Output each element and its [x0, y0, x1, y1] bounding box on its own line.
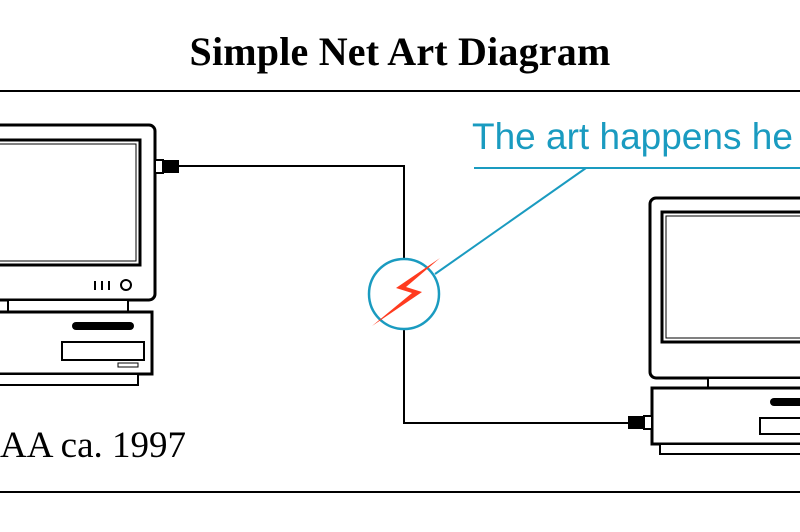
- cable-right: [403, 330, 628, 424]
- diagram-title: Simple Net Art Diagram: [189, 29, 611, 74]
- annotation-pointer: [434, 167, 587, 275]
- art-annotation: The art happens he: [472, 116, 793, 157]
- cable-left: [178, 165, 405, 268]
- computer-left-icon: [0, 123, 179, 386]
- lightning-bolt-icon: [367, 257, 441, 331]
- computer-right-icon: [628, 196, 800, 455]
- credit-label: AA ca. 1997: [0, 425, 186, 466]
